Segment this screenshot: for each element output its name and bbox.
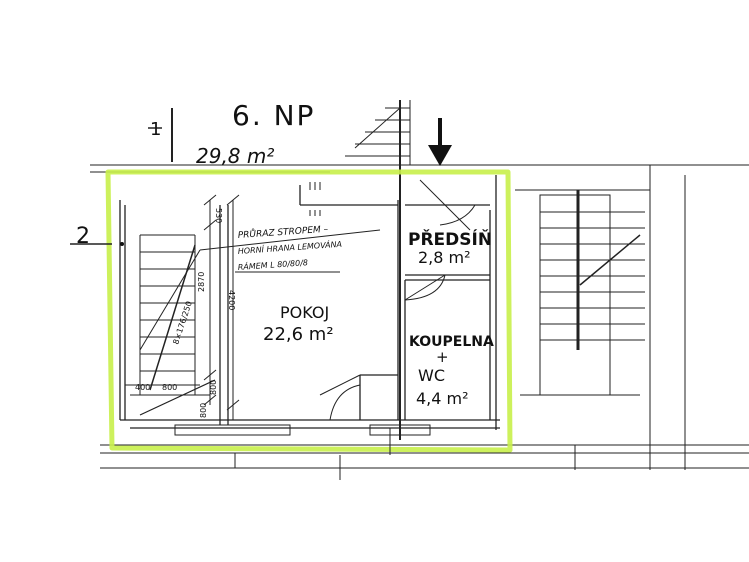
dim-800-horizontal: 800: [162, 383, 177, 392]
room-koupelna-plus: +: [436, 348, 449, 366]
room-predsin-area: 2,8 m²: [418, 248, 471, 267]
leader-lines: [139, 229, 381, 351]
door-swings: [319, 179, 476, 421]
ceiling-note-3: RÁMEM L 80/80/8: [237, 256, 308, 272]
dim-4200: 4200: [227, 290, 236, 310]
room-pokoj-name: POKOJ: [280, 303, 329, 322]
windows: [174, 424, 576, 480]
total-area: 29,8 m²: [196, 144, 274, 168]
dim-800-lower: 800: [199, 403, 208, 418]
section-markers: [70, 108, 173, 245]
stair-label: 8×176/250: [171, 300, 193, 346]
dim-2870: 2870: [197, 272, 206, 292]
floor-title: 6. NP: [232, 99, 315, 132]
room-koupelna-area: 4,4 m²: [416, 389, 469, 408]
dim-400: 400: [135, 383, 150, 392]
apartment-outline: [105, 169, 513, 453]
section-2-dot: [120, 242, 124, 246]
arrow-down-icon: [428, 118, 452, 166]
room-pokoj-area: 22,6 m²: [263, 324, 334, 345]
dim-530: 530: [214, 208, 223, 223]
room-koupelna-wc: WC: [418, 366, 445, 385]
section-2-label: 2: [76, 224, 90, 249]
room-koupelna-name: KOUPELNA: [409, 334, 494, 350]
neighbour-stair: [515, 189, 650, 396]
building-lines: [90, 164, 749, 470]
vent-marks: [309, 182, 321, 216]
opening-stair: [130, 234, 216, 416]
section-1-label: 1: [150, 119, 161, 140]
upper-stair: [345, 100, 411, 440]
dimension-lines: [125, 194, 240, 420]
room-predsin-name: PŘEDSÍŇ: [408, 228, 492, 250]
dim-800-vertical: 800: [209, 380, 218, 395]
walls: [119, 175, 500, 430]
ceiling-note-1: PRŮRAZ STROPEM –: [237, 223, 329, 241]
